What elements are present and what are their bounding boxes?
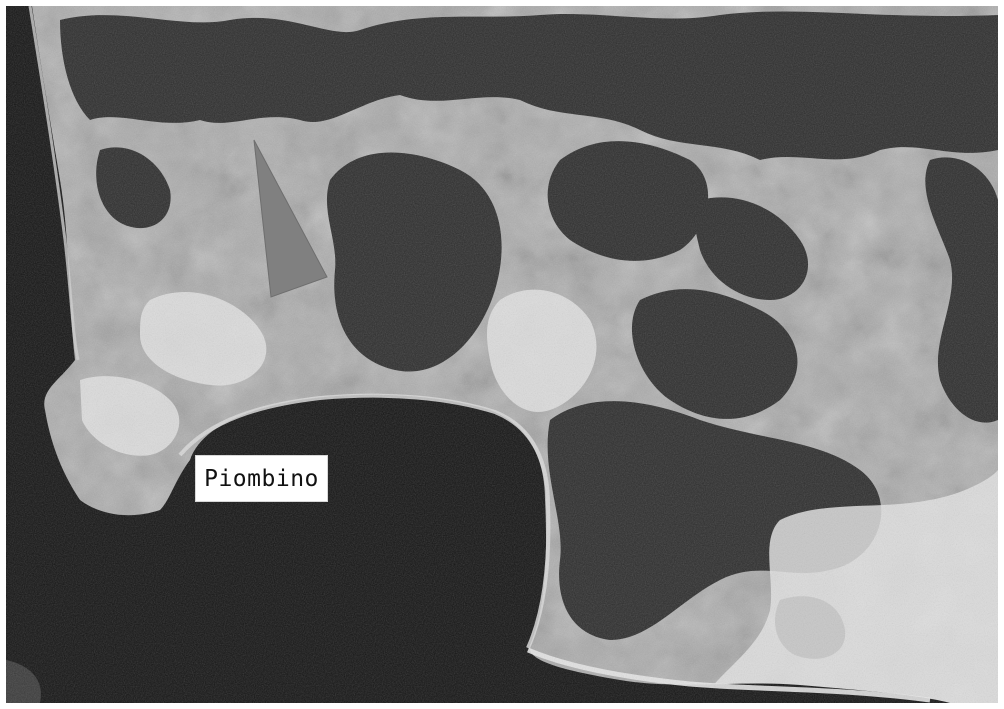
place-label-piombino: Piombino	[195, 455, 328, 502]
pointer-triangle	[253, 139, 328, 298]
place-label-text: Piombino	[204, 465, 319, 492]
